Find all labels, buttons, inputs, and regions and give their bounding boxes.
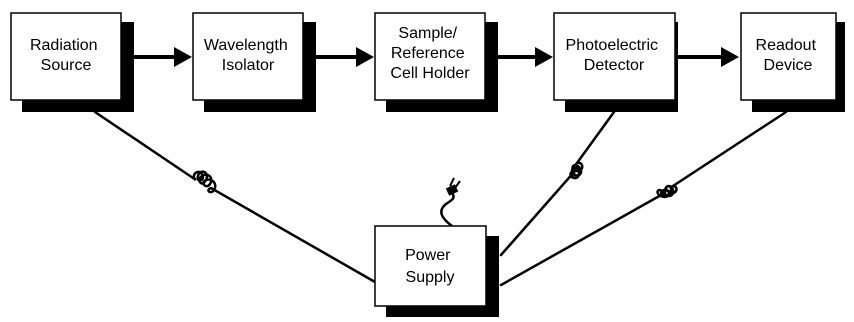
block-power-supply: Power Supply [374,225,499,317]
block-label: Photoelectric Detector [566,37,663,74]
block-wavelength-isolator: Wavelength Isolator [192,12,316,112]
block-box [374,12,486,101]
block-box [374,225,487,307]
block-radiation-source: Radiation Source [10,12,134,112]
block-box [10,12,122,101]
arrowhead-3 [535,47,553,67]
cord-radiation-source [93,110,377,284]
process-blocks: Radiation Source Wavelength Isolator Sam… [10,12,845,317]
block-photoelectric-detector: Photoelectric Detector [553,12,678,112]
block-readout-device: Readout Device [740,12,845,112]
block-label: Radiation Source [30,37,102,74]
power-cords [93,110,788,287]
block-box [192,12,304,101]
cord-readout-device [499,110,788,287]
arrowhead-1 [174,47,192,67]
block-box [740,12,837,101]
arrowhead-4 [721,47,739,67]
block-label: Sample/ Reference Cell Holder [390,25,470,82]
block-label: Readout Device [756,37,821,74]
block-label: Wavelength Isolator [204,37,292,74]
cord-photoelectric-detector [499,110,616,257]
block-label: Power Supply [405,247,455,286]
plug-cord [440,191,455,228]
block-sample-reference-cell-holder: Sample/ Reference Cell Holder [374,12,498,112]
arrowhead-2 [356,47,374,67]
power-plug-icon [445,177,461,196]
block-box [553,12,676,101]
